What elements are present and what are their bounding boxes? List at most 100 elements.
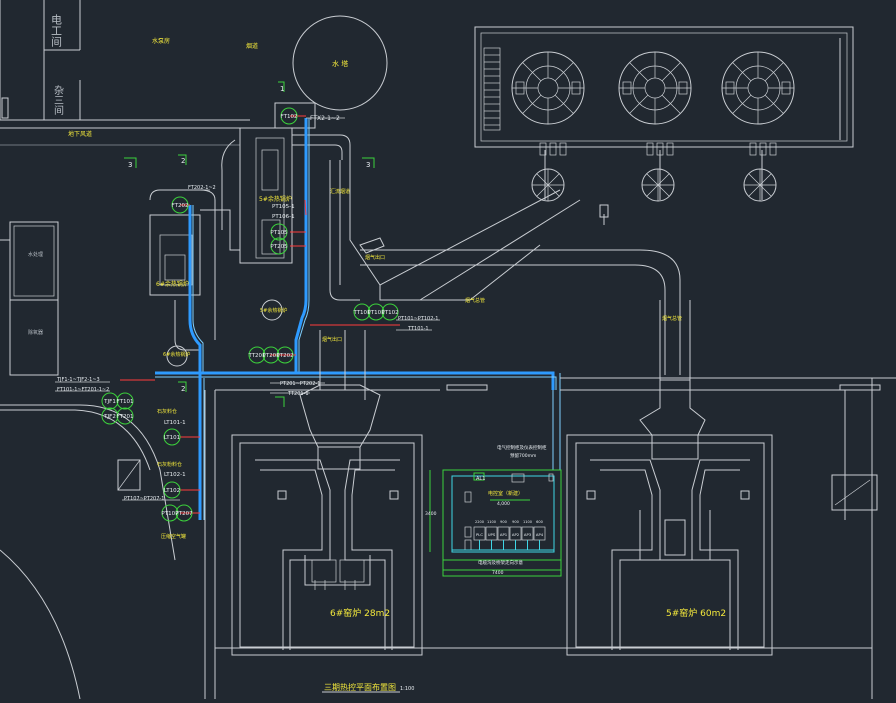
left-room-1: 水处理 (28, 251, 43, 258)
marker-1: 1 (280, 85, 284, 93)
instrument-symbols: FT102FT202PT105PT205TT101PT101PT102TT201… (101, 107, 399, 522)
s6-label: 6#余热锅炉 (163, 351, 190, 358)
left-room-2: 除氧器 (28, 329, 43, 336)
control-room-name: 电控室（新建） (488, 490, 523, 497)
cabinet-label: AP1 (500, 532, 508, 537)
instrument-pt207: PT207 (175, 504, 193, 522)
instrument-lt101: LT101 (163, 428, 181, 446)
instrument-label-tjf2: TJF2 (103, 414, 116, 420)
boiler6-label: 6#余热锅炉 (156, 280, 189, 288)
instrument-label-pt205: PT205 (270, 244, 288, 250)
flue-label-d: 烟气总管 (465, 297, 485, 304)
height-dim: 3400 (425, 511, 437, 517)
tag-pt106-1: PT106-1 (272, 214, 295, 220)
drawing-title: 三期热控平面布置图 (324, 682, 396, 692)
room-label-2: 杂三间 (52, 85, 64, 116)
tag-tt101: TT101-1 (407, 326, 429, 332)
marker-3a: 3 (128, 161, 132, 169)
boiler5-label: 5#余热锅炉 (259, 195, 292, 203)
cabinet-label: AP2 (512, 532, 520, 537)
tag-ft101-201: FT101-1~FT201-1~2 (57, 387, 109, 393)
fan-house (474, 26, 854, 148)
drawing-scale: 1:100 (400, 686, 414, 692)
flue-label-a: 汇流烟道 (330, 188, 350, 195)
control-room-sub: 预留700mm (510, 452, 536, 459)
room-label-electrician: 电工间 (50, 14, 63, 48)
instrument-label-ft102: FT102 (281, 114, 298, 120)
label-duct: 地下风道 (68, 130, 92, 138)
tag-pt107-207: PT107~PT207-1 (124, 496, 164, 502)
instrument-label-ft101: FT101 (117, 399, 134, 405)
cable-label: 电缆沟及桥架走向示意 (478, 559, 523, 566)
cabinet-plc: PLC 2200 (473, 520, 486, 550)
signal-wires (120, 115, 400, 514)
cabinet-dim: 1100 (487, 520, 496, 524)
marker-2b: 2 (181, 385, 185, 393)
instrument-pt107: PT107 (161, 504, 179, 522)
tag-lt102-1: LT102-1 (164, 472, 186, 478)
instrument-pt201: PT201 (262, 346, 280, 364)
label-flue: 烟道 (246, 42, 258, 50)
instrument-lt102: LT102 (163, 481, 181, 499)
lime-powder-label: 石灰粉料仓 (157, 461, 182, 468)
cabinet-dim: 900 (512, 520, 519, 524)
tag-ft202: FT202-1~2 (188, 185, 216, 191)
instrument-tt101: TT101 (352, 303, 371, 321)
tag-pt105-1: PT105-1 (272, 204, 295, 210)
instrument-label-lt101: LT101 (164, 435, 180, 441)
leader-lines (55, 117, 440, 501)
control-room-header: 电气控制柜及仪表控制柜 (497, 444, 547, 451)
lime-silo-label: 石灰料仓 (157, 408, 177, 415)
instrument-ft101: FT101 (116, 392, 134, 410)
marker-3b: 3 (366, 161, 370, 169)
flue-label-c: 烟气出口 (322, 336, 342, 343)
tag-pt101-102: PT101~PT102-1 (398, 316, 438, 322)
instrument-label-pt201: PT201 (262, 353, 279, 359)
cabinet-label: PLC (476, 532, 483, 537)
cooling-fan (618, 51, 692, 156)
vessel-s6c (166, 345, 188, 367)
left-rooms (0, 221, 59, 376)
tag-lt101-1: LT101-1 (164, 420, 186, 426)
s5-label: 5#余热锅炉 (260, 307, 287, 314)
building-outlines (0, 0, 250, 146)
kiln-6 (231, 330, 423, 656)
instrument-pt202: PT202 (276, 346, 294, 364)
instrument-label-pt105: PT105 (270, 230, 288, 236)
control-room-width: 4,000 (497, 501, 510, 507)
cabinet-dim: 900 (500, 520, 507, 524)
tag-tjf: TJF1-1~TJF2-1~3 (56, 377, 100, 383)
kiln-5-label: 5#窑炉 60m2 (666, 607, 726, 619)
instrument-ft102: FT102 (280, 107, 298, 125)
vessel-s5c (261, 299, 283, 321)
label-pump-room: 水泵房 (152, 37, 170, 45)
instrument-ft201: FT201 (116, 407, 134, 425)
instrument-label-tjf1: TJF1 (103, 399, 116, 405)
cabinet-dim: 2200 (475, 520, 484, 524)
instrument-label-ft202: FT202 (172, 203, 189, 209)
cabinet-label: AP3 (524, 532, 532, 537)
boiler-5-outline (221, 102, 360, 301)
tag-tt201: TT201-1 (287, 391, 309, 397)
tag-ftx2: FTX2-1~2 (310, 115, 340, 122)
cabinet-label: AP4 (536, 532, 544, 537)
flue-gas-duct (349, 150, 763, 375)
cooling-fan (511, 51, 585, 156)
cooling-fans (511, 51, 795, 156)
instrument-label-lt102: LT102 (164, 488, 180, 494)
instrument-label-tt201: TT201 (247, 353, 265, 359)
air-tank-label: 压缩空气罐 (161, 533, 186, 540)
water-tank (292, 15, 388, 111)
instrument-label-tt101: TT101 (352, 310, 370, 316)
control-room (429, 469, 562, 577)
marker-2a: 2 (181, 157, 185, 165)
inlet-fans (531, 168, 777, 202)
section-markers (124, 81, 375, 407)
boiler-6-outline (149, 189, 240, 351)
instrument-pt101: PT101 (367, 303, 385, 321)
blue-piping (155, 118, 561, 520)
instrument-pt105: PT105 (270, 223, 288, 241)
